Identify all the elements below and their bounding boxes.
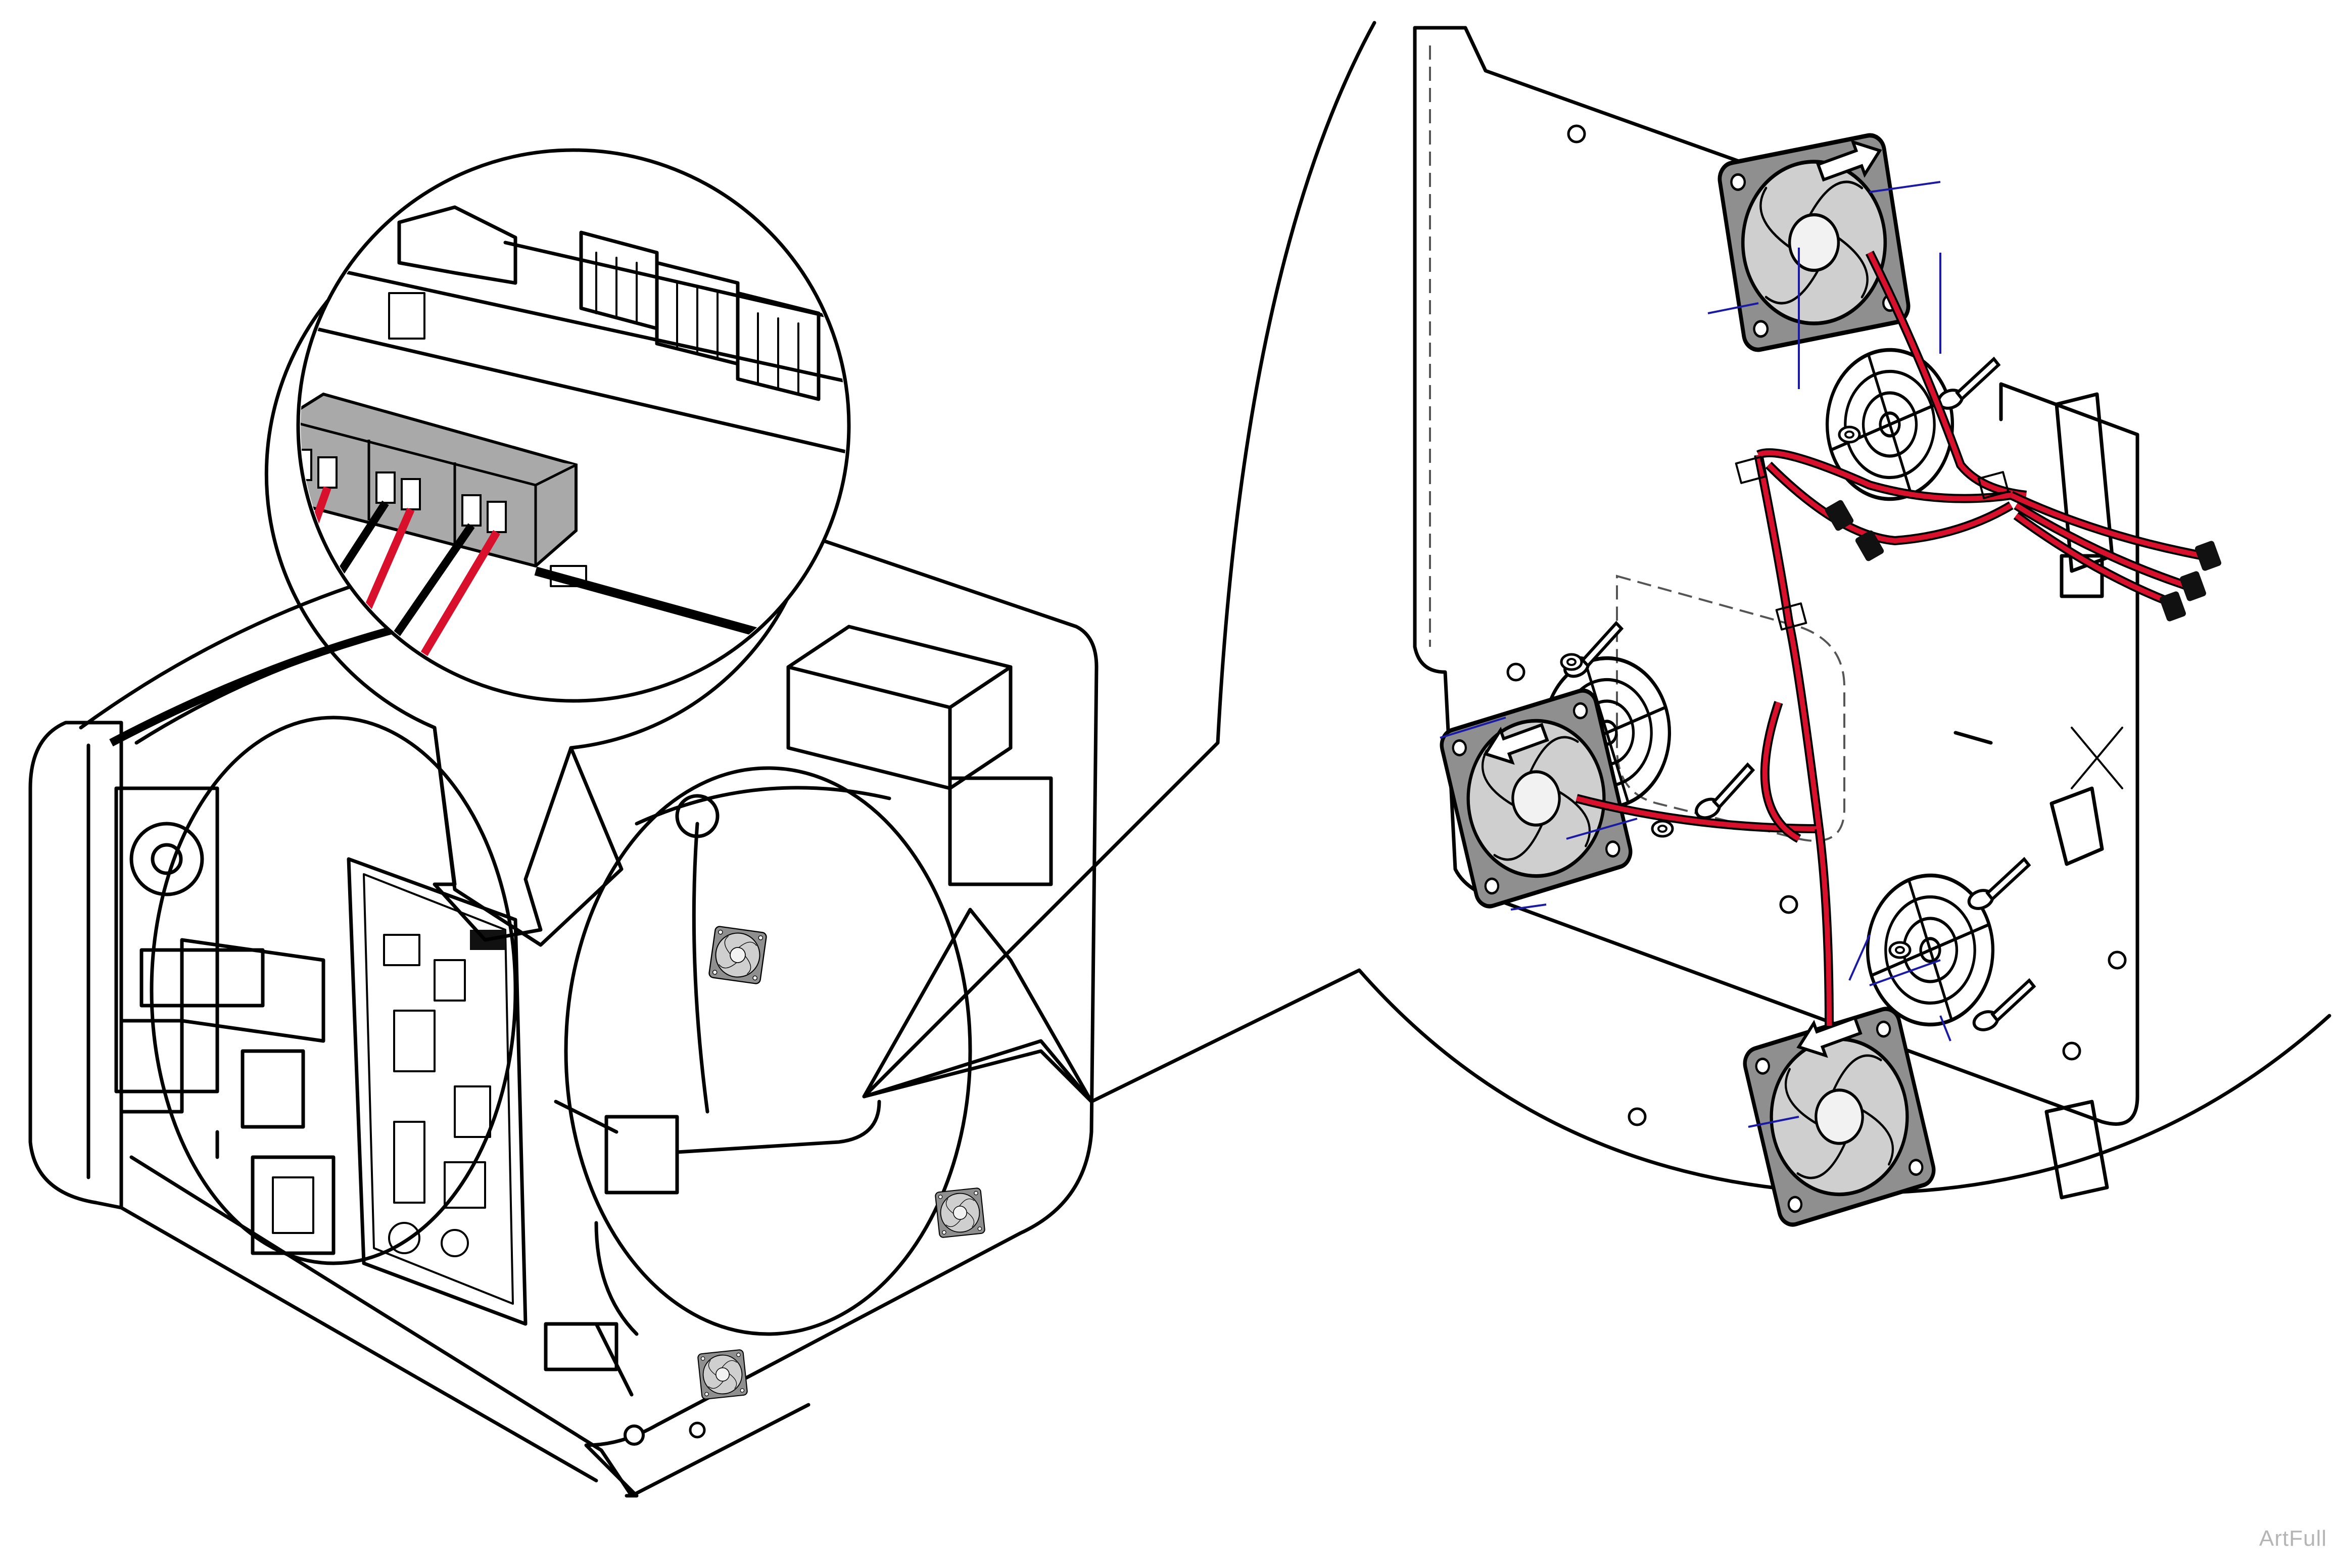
connector-icon	[2179, 570, 2207, 602]
fan-icon	[1718, 133, 1911, 352]
screw-icon	[1687, 764, 1763, 821]
unit-main-view	[28, 534, 1099, 1498]
fan-icon	[697, 1349, 748, 1400]
connector-detail-callout	[264, 148, 851, 947]
screw-icon	[1962, 859, 2037, 912]
power-entry-module	[251, 1155, 336, 1255]
fan-panel-exploded-view	[862, 21, 2331, 1228]
screw-icon	[1967, 980, 2042, 1033]
washer	[1890, 942, 1910, 958]
screw-icon	[1556, 622, 1632, 680]
rear-cover	[28, 721, 123, 1210]
connector-icon	[301, 392, 578, 568]
washer	[1652, 821, 1673, 836]
chassis-outline	[79, 534, 1099, 1498]
washer	[1561, 654, 1582, 670]
reservoir	[786, 625, 1013, 790]
fan-icon	[708, 925, 768, 985]
connector-icon	[2194, 540, 2222, 572]
fan-icon	[934, 1187, 986, 1239]
fan-wire-harness	[1575, 250, 2204, 1026]
solenoid-valve	[604, 1115, 679, 1195]
door-latch-assembly	[114, 786, 219, 1094]
watermark-label: ArtFull	[2259, 1526, 2327, 1551]
chamber-rear	[564, 766, 972, 1336]
washer	[1839, 427, 1859, 442]
